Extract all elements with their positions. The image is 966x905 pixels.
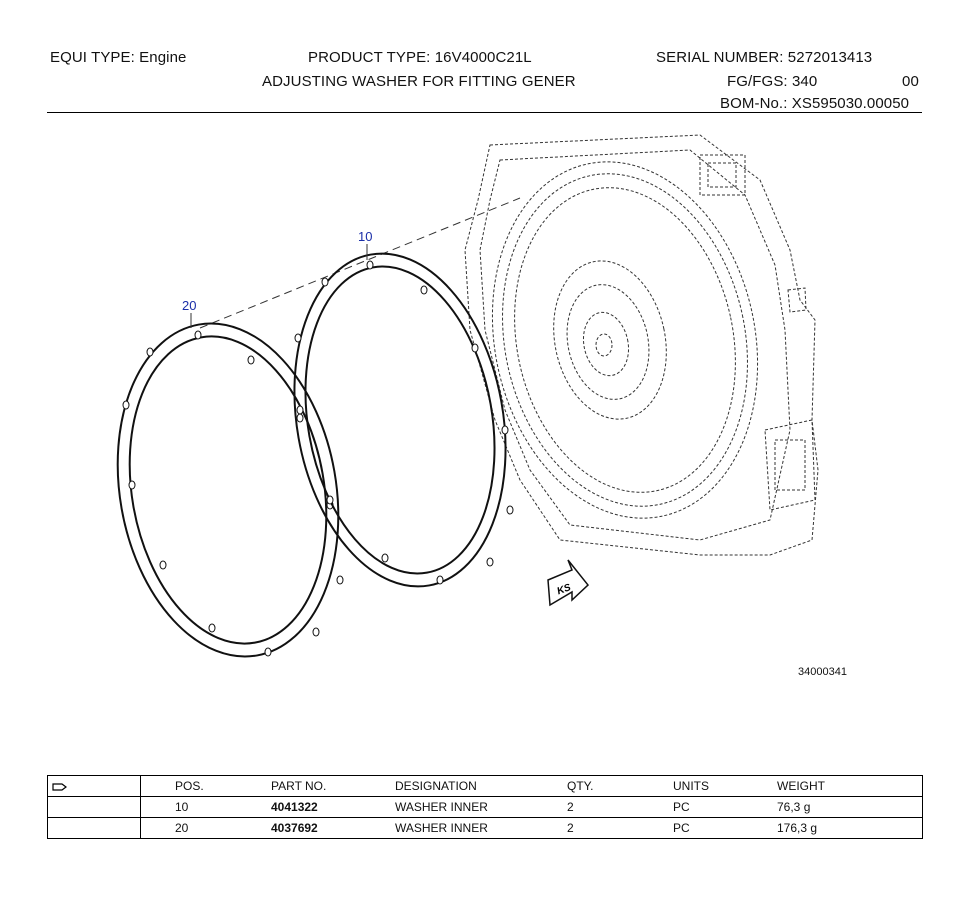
ks-label: KS <box>556 582 573 597</box>
col-qty: QTY. <box>567 775 673 797</box>
parts-table: POS. PART NO. DESIGNATION QTY. UNITS WEI… <box>47 775 923 839</box>
exploded-drawing: 10 20 KS <box>116 134 819 658</box>
arrow-right-icon <box>52 783 67 791</box>
cell-weight: 76,3 g <box>777 796 923 818</box>
ks-arrow-icon: KS <box>547 559 590 607</box>
bom-number: BOM-No.: XS595030.00050 <box>720 95 910 112</box>
cell-designation: WASHER INNER <box>395 817 567 839</box>
row-select[interactable] <box>47 796 141 818</box>
table-row[interactable]: 20 4037692 WASHER INNER 2 PC 176,3 g <box>47 817 923 839</box>
serial-number: SERIAL NUMBER: 5272013413 <box>656 49 873 66</box>
alignment-line <box>199 197 521 329</box>
cell-part-no: 4037692 <box>271 817 395 839</box>
fg-fgs-sub: 00 <box>902 73 919 90</box>
table-row[interactable]: 10 4041322 WASHER INNER 2 PC 76,3 g <box>47 796 923 818</box>
cell-units: PC <box>673 796 777 818</box>
col-part-no: PART NO. <box>271 775 395 797</box>
callout-10: 10 <box>358 229 372 244</box>
cell-units: PC <box>673 817 777 839</box>
figure-number: 34000341 <box>798 666 847 678</box>
cell-pos: 10 <box>140 796 271 818</box>
col-pos: POS. <box>140 775 271 797</box>
col-designation: DESIGNATION <box>395 775 567 797</box>
header-rule <box>47 112 922 113</box>
cell-designation: WASHER INNER <box>395 796 567 818</box>
col-units: UNITS <box>673 775 777 797</box>
washer-20 <box>116 322 340 658</box>
washer-10 <box>293 252 507 588</box>
table-header-row: POS. PART NO. DESIGNATION QTY. UNITS WEI… <box>47 775 923 797</box>
row-select[interactable] <box>47 817 141 839</box>
cell-weight: 176,3 g <box>777 817 923 839</box>
callout-20: 20 <box>182 298 196 313</box>
select-column <box>47 775 141 797</box>
cell-pos: 20 <box>140 817 271 839</box>
washer-20-holes <box>122 330 344 657</box>
product-type: PRODUCT TYPE: 16V4000C21L <box>308 49 532 66</box>
equi-type: EQUI TYPE: Engine <box>50 49 187 66</box>
cell-qty: 2 <box>567 796 673 818</box>
fg-fgs: FG/FGS: 340 <box>727 73 818 90</box>
page-title: ADJUSTING WASHER FOR FITTING GENER <box>262 73 576 90</box>
washer-10-holes <box>294 260 514 585</box>
housing-outline <box>464 134 819 556</box>
cell-qty: 2 <box>567 817 673 839</box>
cell-part-no: 4041322 <box>271 796 395 818</box>
col-weight: WEIGHT <box>777 775 923 797</box>
